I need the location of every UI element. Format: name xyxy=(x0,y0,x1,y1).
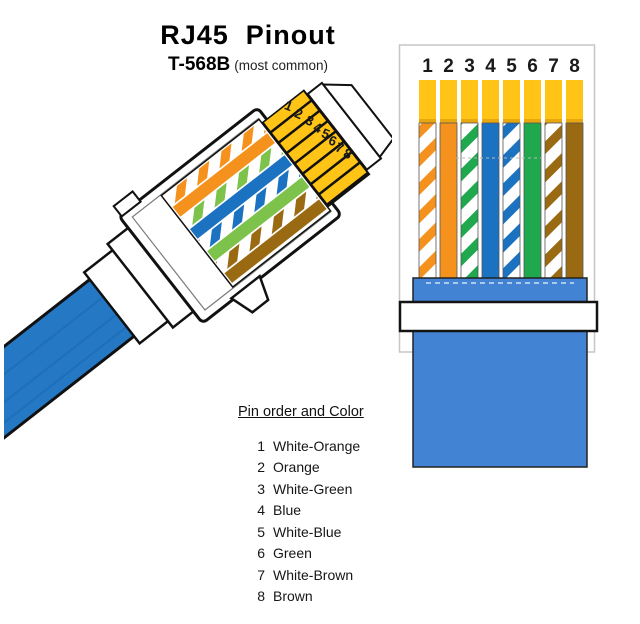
pin-number-row: 1 2 3 4 5 6 7 8 xyxy=(422,56,580,77)
wire-8-brown xyxy=(565,122,584,279)
legend-pin-color: Orange xyxy=(273,459,320,476)
standard-label: T-568B xyxy=(167,54,231,75)
legend-pin-color: White-Blue xyxy=(273,523,342,540)
wire-band-3-white-green xyxy=(181,144,284,228)
legend-row: 1 White-Orange xyxy=(238,435,408,457)
plug-front-wall xyxy=(321,83,392,159)
legend-pin-color: White-Orange xyxy=(273,437,361,454)
pinout-diagram: 1 2 3 4 5 6 7 8 xyxy=(398,44,599,468)
legend-pin-color: Blue xyxy=(273,502,302,519)
page-title: RJ45 Pinout xyxy=(160,20,336,50)
wire-3-white-green xyxy=(460,122,479,279)
legend-pin-number: 2 xyxy=(257,459,265,476)
legend-pin-number: 5 xyxy=(257,523,265,540)
wire-1-white-orange xyxy=(418,122,437,279)
crimp-band xyxy=(398,300,599,333)
wiring-standard: T-568B(most common) xyxy=(58,54,438,76)
svg-text:6: 6 xyxy=(527,56,538,77)
gold-pin-shadow-row xyxy=(419,119,583,123)
svg-text:7: 7 xyxy=(548,56,559,77)
wire-band-5-white-blue xyxy=(198,166,301,250)
legend-pin-number: 8 xyxy=(257,588,265,605)
legend-row: 8 Brown xyxy=(238,586,408,608)
wire-band-1-white-orange xyxy=(164,122,267,206)
legend-pin-color: White-Brown xyxy=(273,566,354,583)
cable-streaks xyxy=(4,278,150,448)
svg-text:3: 3 xyxy=(464,56,475,77)
wire-2-orange xyxy=(439,122,458,279)
pin-number-labels: 1 2 3 4 5 6 7 8 xyxy=(282,97,354,162)
legend-title: Pin order and Color xyxy=(238,404,364,420)
body-notch xyxy=(112,190,143,218)
svg-text:2: 2 xyxy=(443,56,454,77)
svg-text:8: 8 xyxy=(569,56,580,77)
standard-note: (most common) xyxy=(234,58,329,73)
gold-pin-row xyxy=(419,80,583,119)
legend-pin-number: 4 xyxy=(257,502,265,519)
svg-text:1: 1 xyxy=(422,56,433,77)
wire-band-8-brown xyxy=(224,199,327,283)
svg-text:5: 5 xyxy=(506,56,517,77)
wire-4-blue xyxy=(481,122,500,279)
legend-row: 4 Blue xyxy=(238,500,408,522)
legend-pin-color: Brown xyxy=(273,588,313,605)
latch-tab xyxy=(229,274,270,314)
connector-group xyxy=(4,81,392,448)
legend-row: 3 White-Green xyxy=(238,478,408,500)
legend-pin-color: White-Green xyxy=(273,480,353,497)
legend-row: 2 Orange xyxy=(238,457,408,479)
wire-7-white-brown xyxy=(544,122,563,279)
pin-legend: Pin order and Color 1 White-Orange 2 Orang… xyxy=(238,404,408,607)
legend-pin-color: Green xyxy=(273,545,312,562)
legend-row: 6 Green xyxy=(238,543,408,565)
wire-band-4-blue xyxy=(189,155,293,239)
header: RJ45 Pinout T-568B(most common) xyxy=(58,20,438,76)
wire-bands xyxy=(164,122,327,283)
legend-pin-number: 6 xyxy=(257,545,265,562)
legend-row: 5 White-Blue xyxy=(238,521,408,543)
legend-pin-number: 1 xyxy=(257,437,265,454)
wire-6-green xyxy=(523,122,542,279)
wire-5-white-blue xyxy=(502,122,521,279)
svg-text:4: 4 xyxy=(485,56,496,77)
wire-band-2-orange xyxy=(172,133,275,217)
legend-pin-number: 7 xyxy=(257,566,265,583)
rj45-connector-illustration: 1 2 3 4 5 6 7 8 xyxy=(4,81,392,448)
legend-row: 7 White-Brown xyxy=(238,564,408,586)
legend-pin-number: 3 xyxy=(257,480,265,497)
wire-band-7-white-brown xyxy=(215,188,318,272)
gold-pins xyxy=(264,91,367,204)
wire-band-6-green xyxy=(207,177,310,261)
